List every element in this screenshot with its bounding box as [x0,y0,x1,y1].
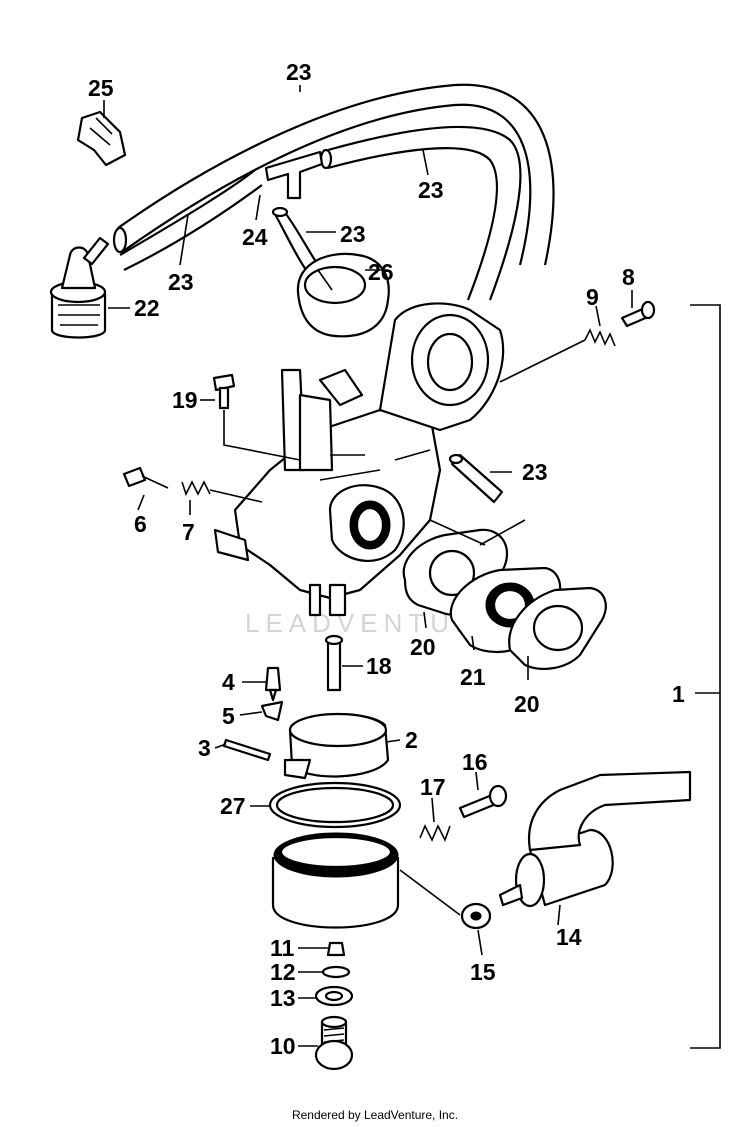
gasket-washer [314,985,354,1007]
callout-2: 2 [405,727,418,753]
idle-screw [122,466,169,489]
callout-13: 13 [270,985,296,1011]
hose-clip [76,110,127,167]
footer-credit: Rendered by LeadVenture, Inc. [291,1108,459,1122]
callout-11: 11 [270,935,295,961]
float-bowl [271,832,400,929]
callout-27: 27 [220,793,246,819]
callout-23-left: 23 [168,269,194,295]
assembly-bracket [690,304,721,1049]
callout-20-right: 20 [514,691,540,717]
callout-14: 14 [556,924,582,950]
callout-3: 3 [198,735,211,761]
callout-21: 21 [460,664,486,690]
carburetor-body [213,302,505,617]
float [283,712,390,780]
float-bowl-o-ring [268,781,402,829]
fuel-hose-upper-right [319,125,522,301]
callout-18: 18 [366,653,392,679]
callout-4: 4 [222,669,235,695]
callout-leaders [103,85,720,1047]
callout-6: 6 [134,511,147,537]
callout-5: 5 [222,703,235,729]
callout-17: 17 [420,774,446,800]
o-ring-small [321,965,351,979]
callout-8: 8 [622,264,635,290]
bowl-drain-plug [314,1015,354,1071]
callout-12: 12 [270,959,296,985]
fuel-shutoff-valve [49,236,110,339]
callout-10: 10 [270,1033,296,1059]
callout-7: 7 [182,519,195,545]
needle-clip [260,700,284,722]
callout-23-upper-right: 23 [418,177,444,203]
leader-8-9 [499,339,586,383]
vent-cap [296,252,390,338]
callout-22: 22 [134,295,160,321]
callout-9: 9 [586,284,599,310]
callout-15: 15 [470,959,496,985]
callout-16: 16 [462,749,488,775]
idle-spring [181,480,211,497]
throttle-stop-screw [620,300,656,328]
leader-gaskets [429,519,526,546]
fuel-hose-short [271,206,320,272]
callout-1: 1 [672,681,685,707]
needle-jet [324,634,344,692]
fuel-hose-long [112,83,555,266]
callout-19: 19 [172,387,198,413]
fuel-hose-left [119,169,263,271]
leader-bowl [399,869,461,916]
tee-fitting [264,150,324,200]
callout-23-lower: 23 [522,459,548,485]
throttle-spring [584,328,616,347]
leader-6-7 [209,489,263,503]
callout-26: 26 [368,259,394,285]
float-needle [264,666,282,702]
float-pin [222,738,272,762]
main-jet [326,941,346,957]
drain-screw-spring [419,824,451,843]
drain-screw [458,784,508,819]
washer [460,902,492,930]
fuel-cut-solenoid [498,770,692,908]
pilot-screw [212,373,301,461]
callout-20-left: 20 [410,634,436,660]
callout-23-top: 23 [286,59,312,85]
callout-25: 25 [88,75,114,101]
gasket-right [508,586,607,670]
callout-23-middle: 23 [340,221,366,247]
callout-24: 24 [242,224,268,250]
fuel-hose-lower [448,453,504,504]
